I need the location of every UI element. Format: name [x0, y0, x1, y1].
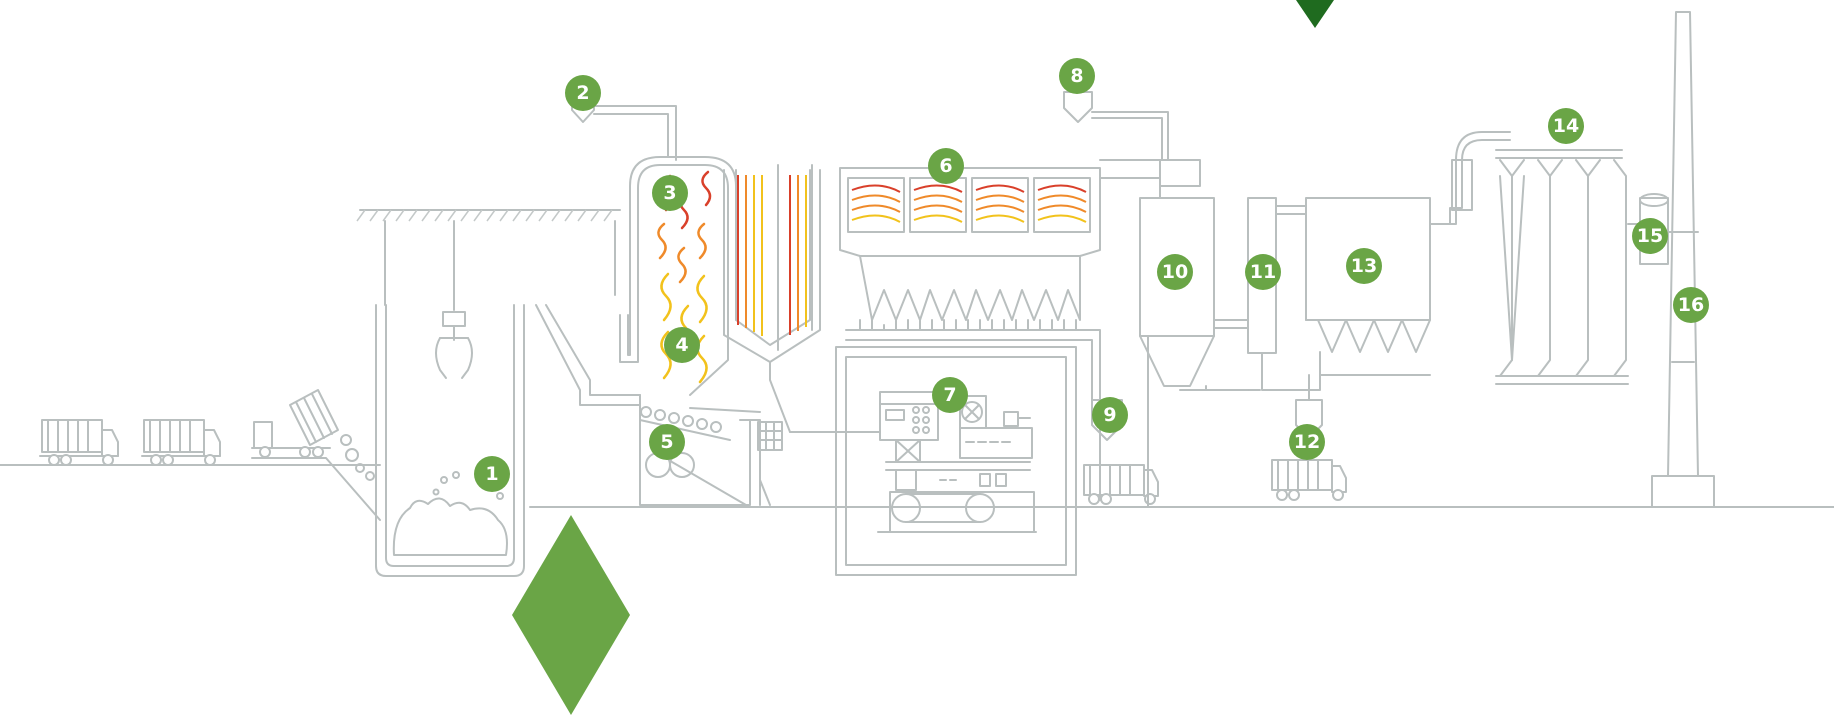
feed-chute — [535, 304, 641, 406]
marker-2[interactable]: 2 — [565, 75, 601, 111]
reagent-silo-8 — [1063, 91, 1201, 187]
svg-text:10: 10 — [1162, 261, 1188, 283]
svg-text:16: 16 — [1678, 294, 1704, 316]
marker-5[interactable]: 5 — [649, 424, 685, 460]
marker-16[interactable]: 16 — [1673, 287, 1709, 323]
marker-8[interactable]: 8 — [1059, 58, 1095, 94]
waste-bunker — [375, 304, 525, 577]
marker-13[interactable]: 13 — [1346, 248, 1382, 284]
baghouse-13 — [1305, 197, 1431, 376]
marker-14[interactable]: 14 — [1548, 108, 1584, 144]
marker-7[interactable]: 7 — [932, 377, 968, 413]
svg-text:7: 7 — [943, 384, 956, 406]
green-diamond-marker — [512, 515, 630, 715]
boiler-tubes — [737, 175, 807, 336]
svg-text:15: 15 — [1637, 225, 1663, 247]
marker-9[interactable]: 9 — [1092, 397, 1128, 433]
svg-text:9: 9 — [1103, 404, 1116, 426]
marker-11[interactable]: 11 — [1245, 254, 1281, 290]
svg-text:6: 6 — [939, 155, 952, 177]
fabric-filter-11 — [1247, 197, 1321, 391]
incoming-truck-1 — [39, 419, 119, 466]
svg-text:1: 1 — [485, 463, 498, 485]
top-arrow-marker — [1296, 0, 1334, 28]
svg-text:5: 5 — [660, 431, 673, 453]
marker-10[interactable]: 10 — [1157, 254, 1193, 290]
dump-ramp — [251, 457, 381, 521]
stack-16 — [1651, 11, 1715, 508]
heat-exchanger — [839, 167, 1161, 501]
incoming-truck-2 — [141, 419, 221, 466]
marker-15[interactable]: 15 — [1632, 218, 1668, 254]
svg-text:12: 12 — [1294, 431, 1320, 453]
svg-text:4: 4 — [675, 334, 688, 356]
dumping-truck — [251, 389, 375, 481]
svg-text:3: 3 — [663, 182, 676, 204]
grate — [639, 394, 783, 506]
svg-text:14: 14 — [1553, 115, 1579, 137]
svg-text:11: 11 — [1250, 261, 1276, 283]
crane — [356, 209, 621, 379]
marker-3[interactable]: 3 — [652, 175, 688, 211]
numbered-markers: 1 2 3 4 5 6 7 8 — [474, 58, 1709, 492]
flue-connection — [769, 361, 881, 433]
turbine-hall — [789, 346, 1077, 576]
ash-silo-9 — [1083, 399, 1159, 505]
svg-text:8: 8 — [1070, 65, 1083, 87]
spray-absorber — [1139, 197, 1261, 508]
svg-text:2: 2 — [576, 82, 589, 104]
marker-1[interactable]: 1 — [474, 456, 510, 492]
marker-6[interactable]: 6 — [928, 148, 964, 184]
scrubber-14 — [1429, 131, 1629, 385]
marker-12[interactable]: 12 — [1289, 424, 1325, 460]
marker-4[interactable]: 4 — [664, 327, 700, 363]
svg-text:13: 13 — [1351, 255, 1377, 277]
